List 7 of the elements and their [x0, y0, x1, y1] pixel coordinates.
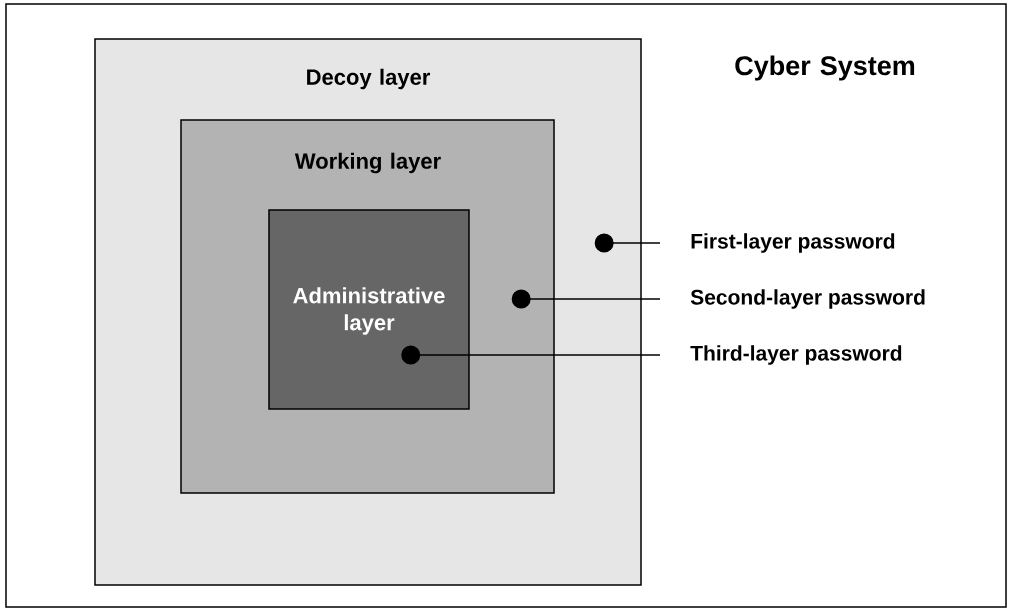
- leader-line: [511, 289, 661, 309]
- password-label: Second-layer password: [690, 289, 925, 309]
- password-label: Third-layer password: [690, 345, 902, 365]
- leader-line: [401, 345, 661, 365]
- password-label: First-layer password: [691, 233, 895, 253]
- layer-box: Administrative layer: [268, 209, 470, 410]
- leader-line: [594, 233, 661, 253]
